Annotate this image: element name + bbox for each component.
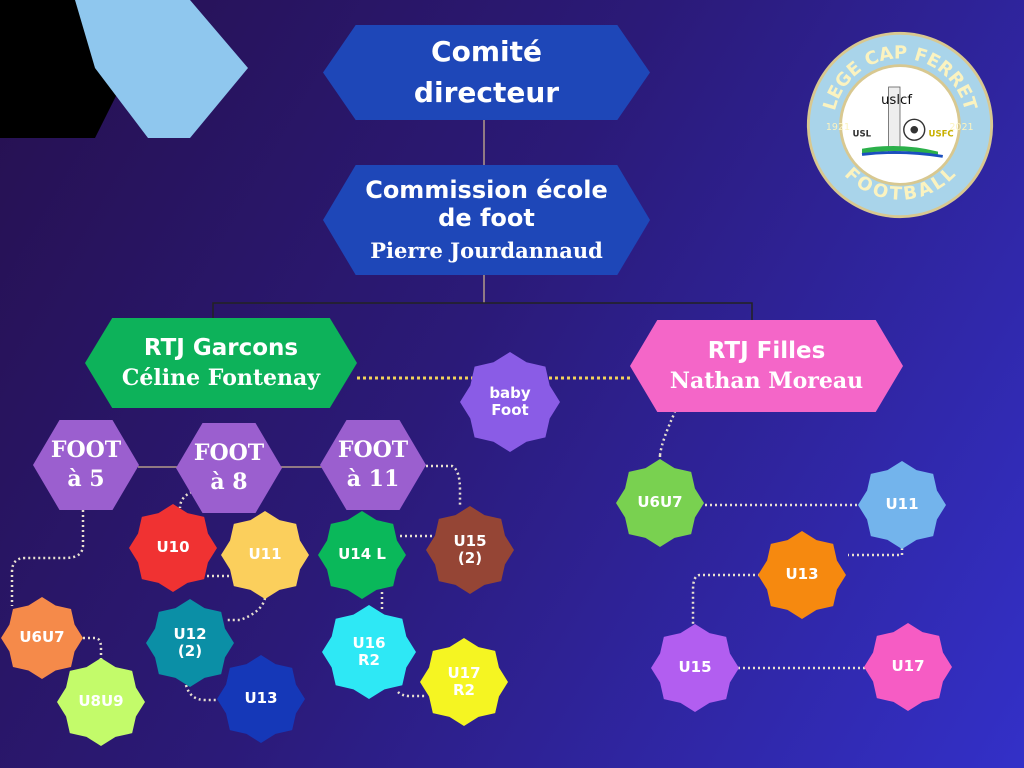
dotted-connectors <box>10 411 904 702</box>
star-shape <box>217 655 305 743</box>
format-line2: à 5 <box>67 466 105 492</box>
star-shape <box>460 352 560 452</box>
format-line1: FOOT <box>50 436 122 463</box>
team-label: U6U7 <box>19 628 65 647</box>
star-shape <box>651 624 739 712</box>
team-node-g_u10: U10 <box>129 504 217 592</box>
logo-usfc: USFC <box>929 129 954 139</box>
commission-line1: Commission école <box>365 176 608 205</box>
baby-foot-line1: baby <box>489 383 531 402</box>
star-shape <box>57 658 145 746</box>
format-line1: FOOT <box>193 439 265 466</box>
logo-center-text: uslcf <box>881 93 912 108</box>
team-node-f_u15: U15 <box>651 624 739 712</box>
team-node-g_u12: U12(2) <box>146 599 234 687</box>
format-node-f5: FOOT à 5 <box>33 420 139 510</box>
team-label: U8U9 <box>78 692 124 711</box>
baby-foot-line2: Foot <box>491 401 529 419</box>
team-label: U15 <box>453 531 487 550</box>
star-shape <box>420 638 508 726</box>
logo-usl: USL <box>853 129 872 139</box>
commission-line2: de foot <box>438 203 535 232</box>
team-node-g_u15: U15(2) <box>426 506 514 594</box>
format-line2: à 8 <box>210 469 248 495</box>
team-label: U13 <box>244 689 278 708</box>
rtj-garcons-title: RTJ Garcons <box>143 335 299 362</box>
team-label: U15 <box>678 658 712 677</box>
team-label-sub: (2) <box>457 549 483 567</box>
rtj-filles-node: RTJ Filles Nathan Moreau <box>630 320 903 412</box>
hexagon-shape <box>176 423 282 513</box>
solid-connectors <box>138 120 753 468</box>
star-shape <box>318 511 406 599</box>
commission-ecole-node: Commission école de foot Pierre Jourdann… <box>323 165 650 275</box>
team-node-f_u11: U11 <box>858 461 946 549</box>
team-label: U10 <box>156 538 190 557</box>
hexagon-shape <box>85 318 357 408</box>
team-node-g_u13: U13 <box>217 655 305 743</box>
hexagon-shape <box>630 320 903 412</box>
format-line2: à 11 <box>346 466 400 492</box>
star-shape <box>129 504 217 592</box>
hexagon-shape <box>33 420 139 510</box>
team-label-sub: R2 <box>358 651 380 669</box>
team-node-g_u14: U14 L <box>318 511 406 599</box>
rtj-filles-title: RTJ Filles <box>707 338 826 365</box>
team-node-f_u17: U17 <box>864 623 952 711</box>
team-label: U11 <box>248 545 282 564</box>
light-blue-decor-shape <box>75 0 248 138</box>
star-shape <box>146 599 234 687</box>
team-node-f_u6u7: U6U7 <box>616 459 704 547</box>
team-label: U17 <box>891 657 925 676</box>
team-label: U13 <box>785 565 819 584</box>
hexagon-shape <box>320 420 426 510</box>
star-shape <box>758 531 846 619</box>
star-shape <box>858 461 946 549</box>
team-node-g_u8u9: U8U9 <box>57 658 145 746</box>
format-node-f11: FOOT à 11 <box>320 420 426 510</box>
team-node-f_u13: U13 <box>758 531 846 619</box>
star-shape <box>616 459 704 547</box>
logo-year-left: 1921 <box>826 122 850 133</box>
logo-year-right: 2021 <box>949 122 973 133</box>
comite-directeur-node: Comité directeur <box>323 25 650 120</box>
team-label: U11 <box>885 495 919 514</box>
team-label: U16 <box>352 633 386 652</box>
team-node-g_u6u7: U6U7 <box>1 597 83 679</box>
team-label: U14 L <box>338 545 386 564</box>
baby-foot-node: baby Foot <box>460 352 560 452</box>
team-label: U17 <box>447 663 481 682</box>
star-shape <box>322 605 416 699</box>
star-shape <box>426 506 514 594</box>
star-shape <box>1 597 83 679</box>
rtj-filles-person: Nathan Moreau <box>669 367 864 394</box>
format-line1: FOOT <box>337 436 409 463</box>
team-node-g_u11: U11 <box>221 511 309 599</box>
hexagon-shape <box>323 25 650 120</box>
team-label: U12 <box>173 624 207 643</box>
star-shape <box>864 623 952 711</box>
commission-person: Pierre Jourdannaud <box>370 237 603 263</box>
hexagon-shape <box>323 165 650 275</box>
club-logo: LEGE CAP FERRET FOOTBALL 1921 2021 uslcf… <box>806 31 994 219</box>
team-label-sub: (2) <box>177 642 203 660</box>
team-label-sub: R2 <box>453 681 475 699</box>
rtj-garcons-node: RTJ Garcons Céline Fontenay <box>85 318 357 408</box>
rtj-garcons-person: Céline Fontenay <box>121 364 321 391</box>
comite-line2: directeur <box>413 75 560 109</box>
comite-line1: Comité <box>431 35 542 69</box>
team-label: U6U7 <box>637 493 683 512</box>
format-node-f8: FOOT à 8 <box>176 423 282 513</box>
star-shape <box>221 511 309 599</box>
